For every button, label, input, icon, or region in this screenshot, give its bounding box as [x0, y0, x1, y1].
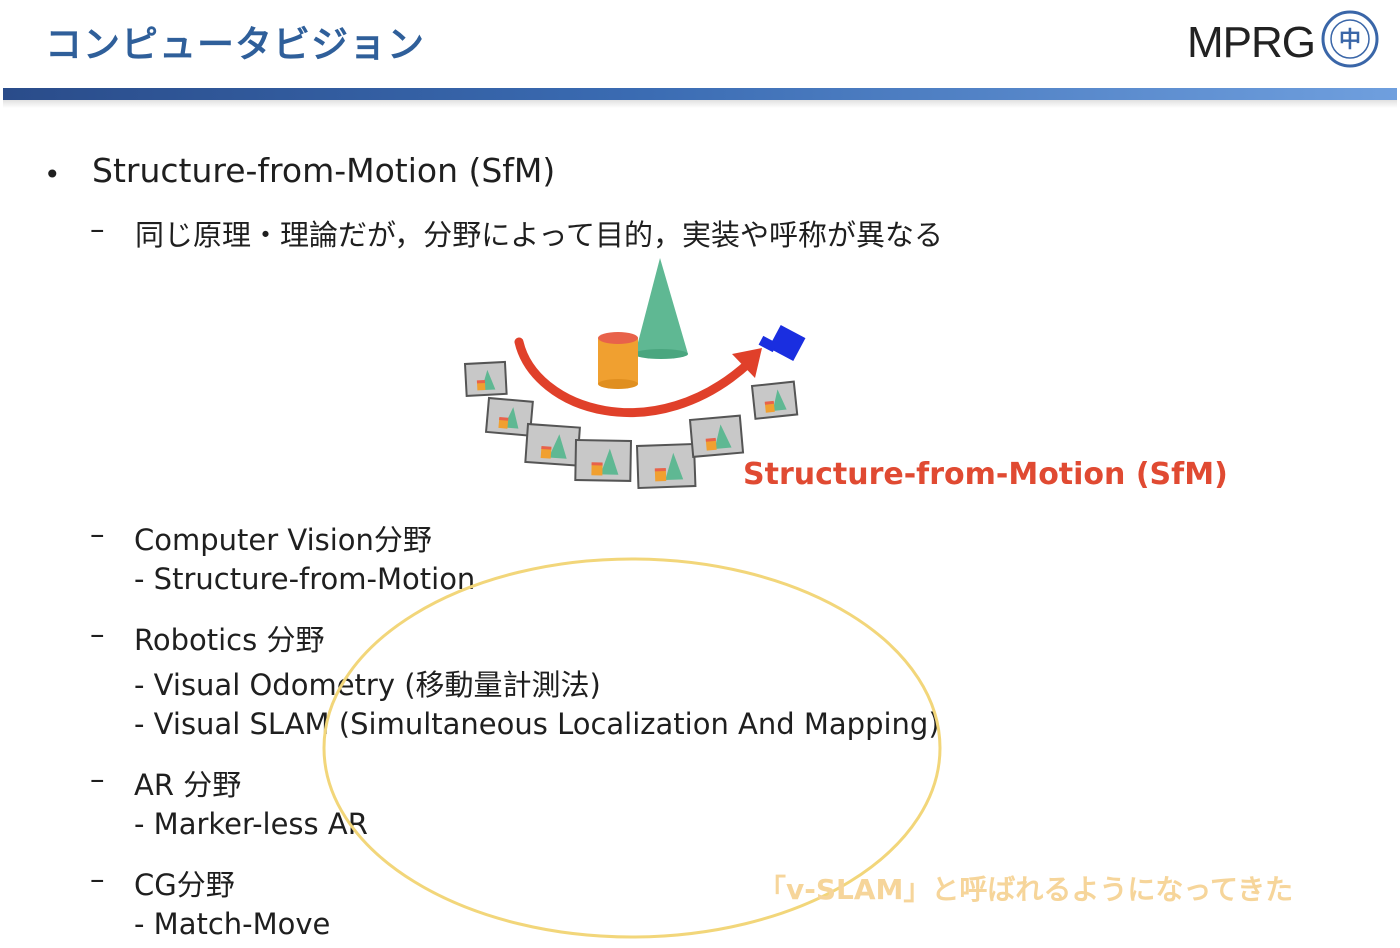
bullet-main-text: Structure-from-Motion (SfM) [92, 151, 556, 190]
camera-icon [758, 324, 806, 362]
field-computer-vision: Computer Vision分野 [134, 523, 432, 557]
camera-frame [484, 396, 534, 437]
mprg-logo: MPRG 中 [1185, 8, 1385, 72]
field-item: - Match-Move [134, 907, 331, 941]
camera-frame [750, 380, 799, 420]
field-item: - Visual SLAM (Simultaneous Localization… [134, 707, 940, 741]
v-slam-caption: 「v-SLAM」と呼ばれるようになってきた [758, 873, 1294, 906]
arrow-head-icon [732, 348, 762, 378]
field-robotics: Robotics 分野 [134, 623, 325, 657]
field-dash: – [90, 762, 105, 796]
camera-frame [463, 360, 508, 398]
bullet-dot: • [44, 158, 61, 191]
cone-base [634, 349, 688, 359]
field-dash: – [90, 862, 105, 896]
cylinder-body [598, 338, 638, 384]
slide-title: コンピュータビジョン [45, 23, 425, 66]
camera-frame [688, 414, 745, 458]
logo-text: MPRG [1187, 18, 1316, 67]
field-cg: CG分野 [134, 868, 235, 902]
bullet-note: 同じ原理・理論だが，分野によって目的，実装や呼称が異なる [135, 218, 943, 252]
cylinder-top [598, 332, 638, 344]
cone-shape [635, 258, 688, 354]
camera-frame [635, 442, 697, 490]
university-seal-icon: 中 [1321, 10, 1379, 68]
field-dash: – [90, 617, 105, 651]
field-ar: AR 分野 [134, 768, 242, 802]
camera-frame [524, 422, 581, 467]
field-item: - Visual Odometry (移動量計測法) [134, 668, 601, 702]
header-shadow [3, 100, 1397, 108]
header-bar [3, 88, 1397, 100]
sfm-diagram [463, 258, 806, 490]
field-item: - Marker-less AR [134, 807, 368, 841]
seal-letter: 中 [1339, 27, 1361, 53]
note-dash: – [90, 212, 105, 246]
camera-frame [574, 438, 633, 482]
cylinder-bottom [598, 379, 638, 389]
sfm-diagram-label: Structure-from-Motion (SfM) [743, 457, 1228, 492]
camera-frames [463, 360, 799, 490]
field-item: - Structure-from-Motion [134, 562, 476, 596]
camera-motion-arc [514, 337, 755, 418]
field-dash: – [90, 517, 105, 551]
